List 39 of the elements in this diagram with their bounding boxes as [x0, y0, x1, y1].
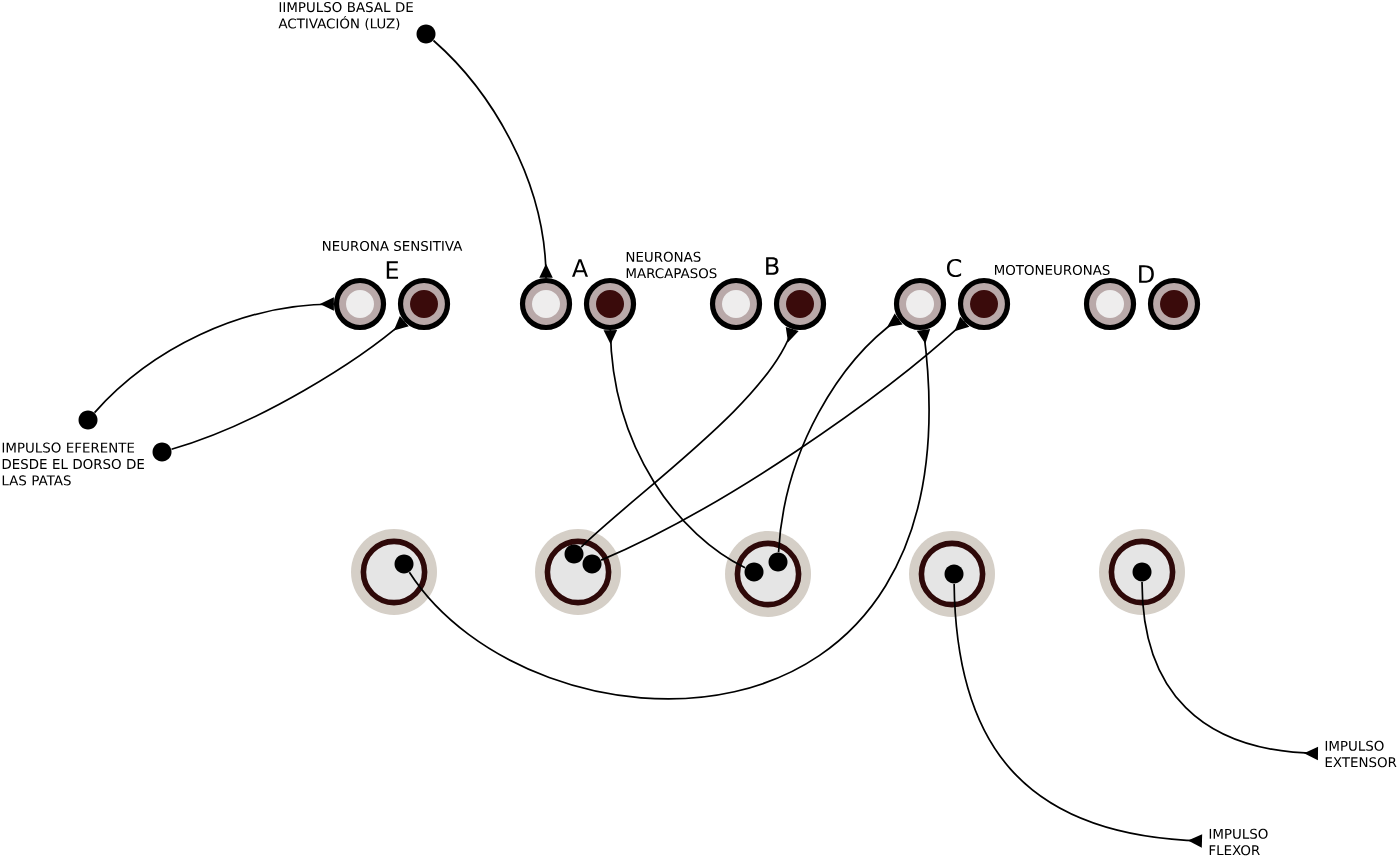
neuron-circle	[583, 277, 637, 331]
connector-line	[603, 329, 746, 569]
connector-line	[408, 329, 931, 700]
neuron-body-circle	[725, 531, 811, 617]
neuron-circle	[773, 277, 827, 331]
terminal-dot	[768, 552, 788, 572]
neuron-body-circle	[1099, 529, 1185, 615]
connector-line	[580, 326, 799, 548]
letter-label: C	[947, 258, 962, 278]
neuron-circle	[397, 277, 451, 331]
connector-line	[93, 297, 335, 414]
terminal-dot	[394, 554, 414, 574]
neuron-body-circle	[909, 531, 995, 617]
letter-label: B	[766, 257, 779, 275]
neuron-circle	[1083, 277, 1137, 331]
letter-label: D	[1139, 265, 1154, 283]
neuron-body-circle	[535, 529, 621, 615]
start-dot	[78, 410, 98, 430]
connector-line	[777, 313, 903, 553]
connector-line	[1141, 581, 1319, 761]
start-dot	[152, 442, 172, 462]
neuron-circle	[519, 277, 573, 331]
connector-line	[170, 316, 409, 451]
terminal-dot	[1132, 562, 1152, 582]
terminal-dot	[744, 562, 764, 582]
neuron-circle	[957, 277, 1011, 331]
start-dot	[416, 24, 436, 44]
neuron-circle	[709, 277, 763, 331]
connector-line	[953, 583, 1203, 848]
connector-line	[432, 39, 553, 279]
terminal-dot	[564, 544, 584, 564]
neuron-circle	[333, 277, 387, 331]
letter-label: A	[572, 259, 588, 277]
neuron-body-circle	[351, 529, 437, 615]
neuron-circle	[893, 277, 947, 331]
terminal-dot	[944, 564, 964, 584]
connector-line	[600, 316, 970, 561]
letter-label: E	[386, 261, 399, 279]
terminal-dot	[582, 554, 602, 574]
